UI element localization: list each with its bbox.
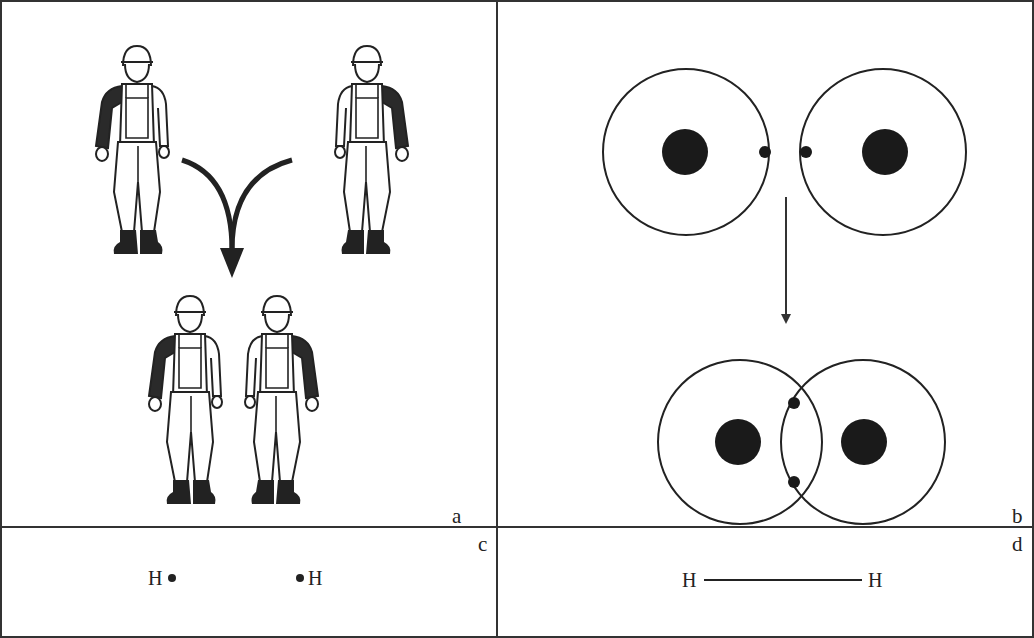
panel-letter: d [1012,534,1023,555]
panel-letter: a [452,506,461,527]
atom-symbol: H [868,570,882,590]
atom-symbol: H [308,568,322,588]
atom-symbol: H [148,568,162,588]
panel-letter: c [478,534,487,555]
panel-letter: b [1012,506,1023,527]
atom-symbol: H [682,570,696,590]
